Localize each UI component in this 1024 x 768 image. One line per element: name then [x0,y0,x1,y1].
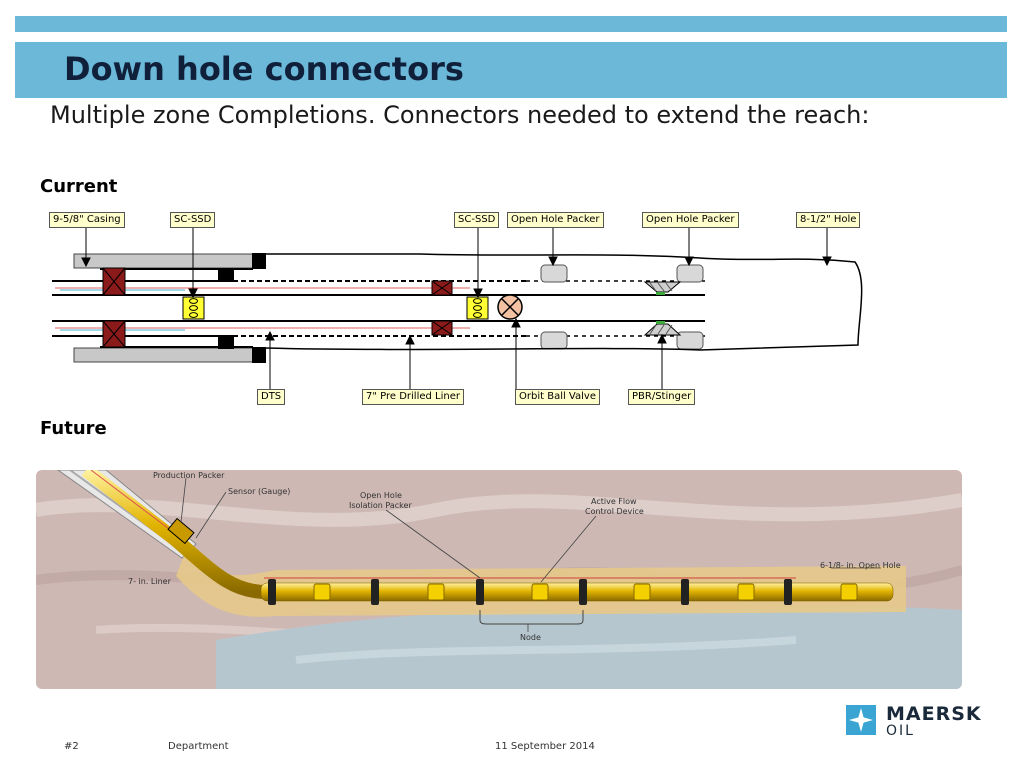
open-hole-wall [264,253,863,351]
footer-date: 11 September 2014 [495,741,595,752]
label-pbr-stinger: PBR/Stinger [628,389,696,405]
label-hole: 8-1/2" Hole [796,212,861,228]
logo-brand-text: MAERSK [886,703,982,725]
pbr-stinger-upper [643,281,682,295]
pbr-stinger-lower [643,321,682,336]
orbit-ball-valve [497,294,523,320]
casing-upper [73,253,261,269]
node-bracket [479,610,584,625]
production-packer [167,517,195,545]
isolation-packer-5 [681,579,689,605]
oh-packer-1-lower [540,331,568,350]
maersk-oil-logo: MAERSK OIL [846,703,996,739]
sc-ssd-1 [182,296,205,320]
liner-hanger-upper [218,268,234,282]
flow-control-device-1 [313,583,331,601]
label-casing: 9-5/8" Casing [49,212,125,228]
isolation-packer-4 [579,579,587,605]
label-pre-drilled-liner: 7" Pre Drilled Liner [362,389,464,405]
section-future-heading: Future [40,418,107,439]
flow-control-device-2 [427,583,445,601]
label-open-hole-isolation-1: Open Hole [360,491,402,500]
label-production-packer: Production Packer [153,471,225,480]
label-active-flow-2: Control Device [585,507,644,516]
label-dts: DTS [257,389,286,405]
isolation-packer-2 [371,579,379,605]
section-current-heading: Current [40,176,118,197]
label-oh-packer-1: Open Hole Packer [507,212,604,228]
label-oh-packer-2: Open Hole Packer [642,212,739,228]
bullet-text: Multiple zone Completions. Connectors ne… [50,101,870,129]
crossover-lower-mid [431,320,453,336]
flow-control-device-3 [531,583,549,601]
sc-ssd-2 [466,296,489,320]
crossover-upper-mid [431,280,453,296]
footer-department: Department [168,741,229,752]
casing-shoe-upper [252,253,266,269]
footer-slide-number: #2 [64,741,79,752]
tubing-horizontal [260,582,894,602]
label-sc-ssd-1: SC-SSD [170,212,216,228]
flow-control-device-4 [633,583,651,601]
crossover-upper-left [102,267,126,296]
label-active-flow-1: Active Flow [591,497,637,506]
isolation-packer-1 [268,579,276,605]
tubing-build [81,470,267,599]
label-7in-liner: 7- in. Liner [128,577,172,586]
header-top-stripe [15,16,1007,32]
label-orbit-ball-valve: Orbit Ball Valve [515,389,600,405]
label-sensor-gauge: Sensor (Gauge) [228,487,290,496]
flow-control-device-5 [737,583,755,601]
isolation-packer-3 [476,579,484,605]
label-open-hole-isolation-2: Isolation Packer [349,501,412,510]
label-node: Node [520,633,541,642]
crossover-lower-left [102,320,126,348]
star-icon [846,705,876,735]
flow-control-device-6 [840,583,858,601]
casing-shoe-lower [252,347,266,363]
oh-packer-2-upper [676,264,704,283]
future-completion-illustration: Production Packer Sensor (Gauge) Open Ho… [36,470,962,689]
casing-lower [73,347,261,363]
oh-packer-2-lower [676,331,704,350]
slide-title: Down hole connectors [64,50,464,88]
logo-sub-text: OIL [886,723,915,739]
liner-hanger-lower [218,335,234,349]
isolation-packer-6 [784,579,792,605]
oh-packer-1-upper [540,264,568,283]
title-bar [15,42,1007,98]
label-open-hole: 6-1/8- in. Open Hole [820,561,901,570]
label-sc-ssd-2: SC-SSD [454,212,500,228]
